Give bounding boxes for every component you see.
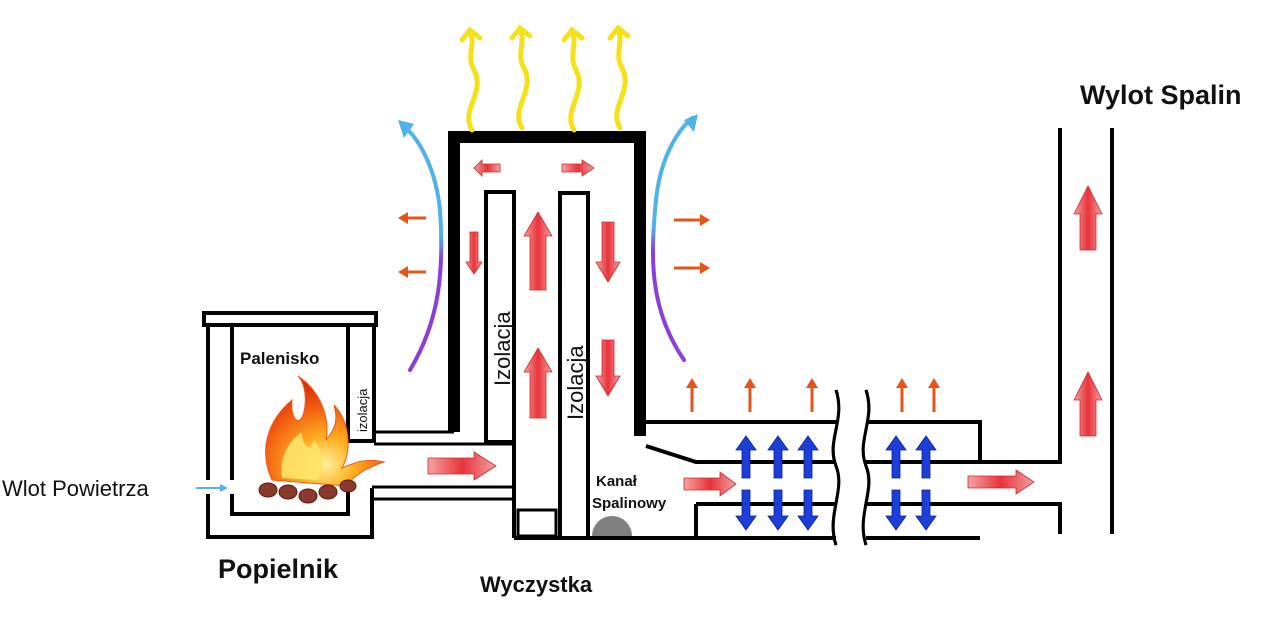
air-inlet-arrow (196, 484, 228, 492)
ash-pit-label: Popielnik (218, 554, 339, 584)
flame-icon (265, 375, 386, 487)
heat-riser (448, 131, 700, 540)
heat-exchange-arrows (735, 435, 937, 531)
insulation-column-1 (484, 190, 516, 444)
insulation-label-1: Izolacja (490, 311, 515, 386)
break-gap (838, 395, 864, 545)
radiant-heat-arrows (459, 24, 631, 133)
convection-air-arrows (402, 116, 694, 372)
flue-gas-flow-arrows (427, 159, 1103, 497)
flue-channel-label-line2: Spalinowy (592, 495, 667, 512)
air-inlet-label: Wlot Powietrza (2, 476, 149, 501)
firewood-icon (258, 479, 357, 504)
heat-emission-arrows (398, 212, 940, 412)
cleanout-label: Wyczystka (480, 572, 593, 597)
exhaust-outlet-label: Wylot Spalin (1080, 80, 1242, 110)
insulation-label-2: Izolacja (563, 345, 588, 420)
firebox-structure (202, 311, 378, 539)
insulation-small-label: izolacja (355, 388, 370, 432)
cleanout-plug (592, 516, 632, 536)
flue-channel (638, 128, 1114, 540)
cleanout-box (516, 508, 558, 538)
firebox-label: Palenisko (240, 349, 319, 368)
flue-channel-label-line1: Kanał (596, 473, 638, 490)
